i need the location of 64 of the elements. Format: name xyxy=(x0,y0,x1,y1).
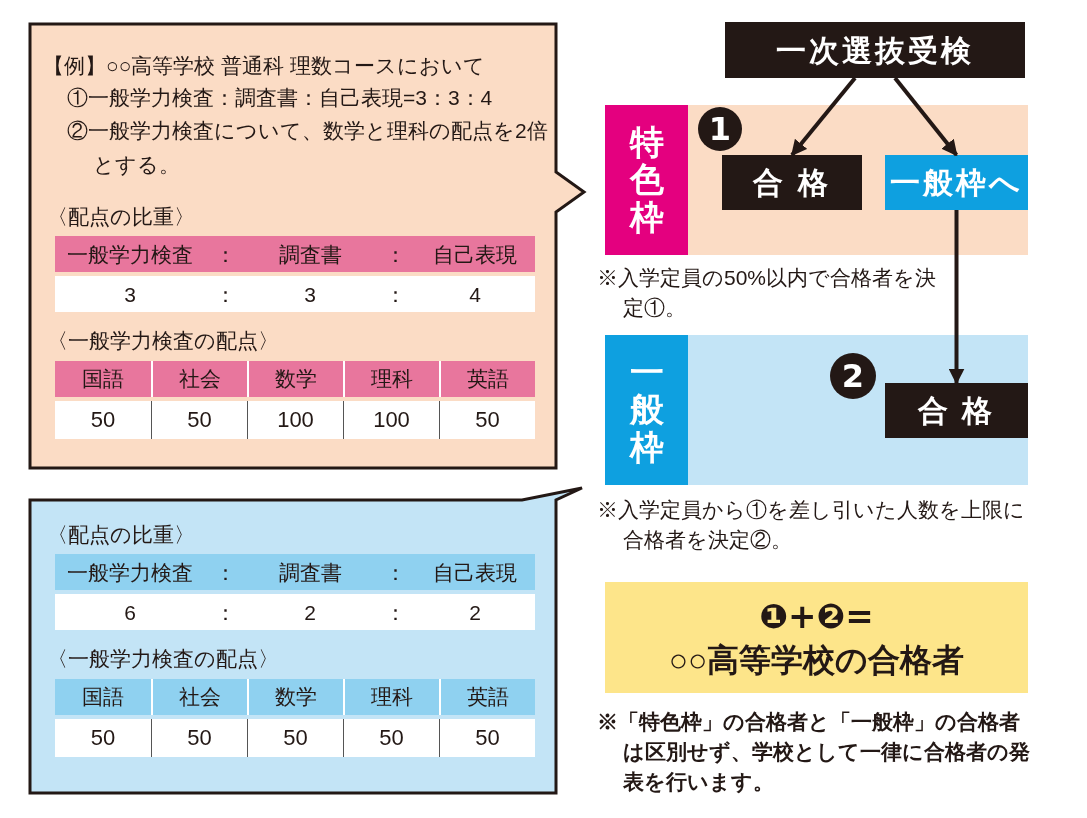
table-cell: 理科 xyxy=(343,360,439,397)
note-text: ※「特色枠」の合格者と「一般枠」の合格者は区別せず、学校として一律に合格者の発表を行います。 xyxy=(597,709,1031,795)
number-badge: 1 xyxy=(698,107,742,151)
table-cell: 社会 xyxy=(151,360,247,397)
table-cell-text: ： xyxy=(383,243,407,265)
table-cell-text: 一般学力検査 xyxy=(66,243,194,265)
table-cell: 50 xyxy=(247,718,343,757)
table-cell: 50 xyxy=(439,400,535,439)
table-cell: 国語 xyxy=(55,360,151,397)
table-heading: 〈配点の比重〉 xyxy=(47,204,196,230)
table-cell-text: 調査書 xyxy=(277,561,343,583)
table-cell-text: 6 xyxy=(123,601,137,623)
formula-text: ❶+❷= xyxy=(759,594,874,638)
table-cell: 社会 xyxy=(151,678,247,715)
table-cell-text: 2 xyxy=(468,601,482,623)
table-cell-text: ： xyxy=(213,601,237,623)
table-cell-text: ： xyxy=(213,561,237,583)
table-cell: 国語 xyxy=(55,678,151,715)
arrow xyxy=(948,210,965,385)
result-box: 合 格 xyxy=(885,383,1028,438)
table-cell: 50 xyxy=(55,718,151,757)
note-text: ※入学定員から①を差し引いた人数を上限に合格者を決定②。 xyxy=(597,497,1026,553)
table-cell-text: 自己表現 xyxy=(432,243,518,265)
table-cell-text: 調査書 xyxy=(277,243,343,265)
table-cell: 数学 xyxy=(247,360,343,397)
arrow xyxy=(893,76,959,157)
summary-text: ○○高等学校の合格者 xyxy=(668,640,965,680)
number-badge: 2 xyxy=(830,353,876,399)
condition-text: ②一般学力検査について、数学と理科の配点を2倍とする。 xyxy=(66,118,549,178)
table-cell: 100 xyxy=(343,400,439,439)
example-text: 【例】○○高等学校 普通科 理数コースにおいて xyxy=(43,53,487,79)
table-cell: 数学 xyxy=(247,678,343,715)
table-cell: 50 xyxy=(151,718,247,757)
table-cell: 英語 xyxy=(439,678,535,715)
table-cell-text: 3 xyxy=(303,283,317,305)
condition-text: ①一般学力検査：調査書：自己表現=3：3：4 xyxy=(66,85,494,111)
table-cell-text: ： xyxy=(383,283,407,305)
table-cell: 50 xyxy=(55,400,151,439)
table-cell-text: 3 xyxy=(123,283,137,305)
table-cell: 50 xyxy=(439,718,535,757)
table-cell: 50 xyxy=(343,718,439,757)
result-box: 合 格 xyxy=(722,155,862,210)
table-cell: 50 xyxy=(151,400,247,439)
table-cell-text: 2 xyxy=(303,601,317,623)
note-text: ※入学定員の50%以内で合格者を決定①。 xyxy=(597,265,937,321)
table-cell-text: ： xyxy=(213,243,237,265)
table-heading: 〈一般学力検査の配点〉 xyxy=(47,646,280,673)
arrow xyxy=(790,76,857,157)
table-cell-text: ： xyxy=(383,561,407,583)
transfer-box: 一般枠へ xyxy=(885,155,1028,210)
table-cell-text: 4 xyxy=(468,283,482,305)
table-cell: 英語 xyxy=(439,360,535,397)
category-label: 一般枠 xyxy=(605,335,688,485)
table-cell-text: ： xyxy=(213,283,237,305)
table-cell: 理科 xyxy=(343,678,439,715)
table-heading: 〈配点の比重〉 xyxy=(47,522,196,548)
category-label: 特色枠 xyxy=(605,105,688,255)
table-cell-text: 一般学力検査 xyxy=(66,561,194,583)
table-cell-text: ： xyxy=(383,601,407,623)
table-cell: 100 xyxy=(247,400,343,439)
table-cell-text: 自己表現 xyxy=(432,561,518,583)
table-heading: 〈一般学力検査の配点〉 xyxy=(47,328,280,355)
result-box: 一次選抜受検 xyxy=(725,22,1025,78)
callout-box xyxy=(28,22,588,470)
